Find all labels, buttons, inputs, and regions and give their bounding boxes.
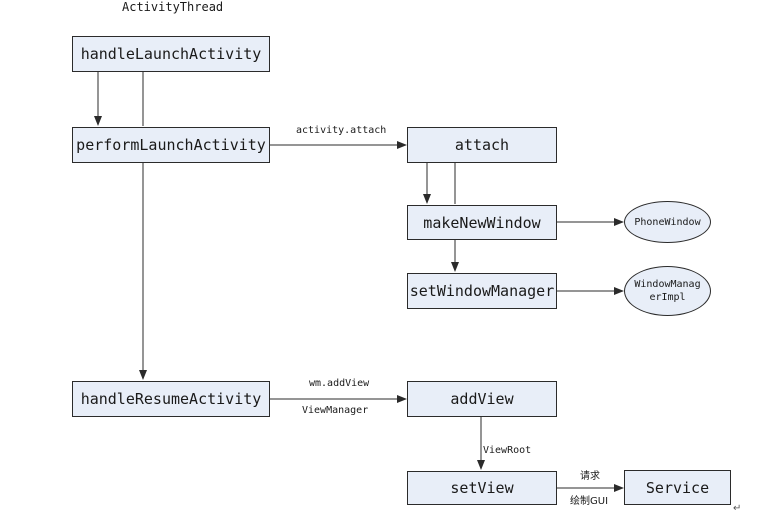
window-manager-impl-label-2: erImpl bbox=[649, 292, 686, 303]
node-add-view: addView bbox=[407, 381, 557, 417]
node-window-manager-impl: WindowManag erImpl bbox=[624, 266, 711, 316]
node-perform-launch-activity: performLaunchActivity bbox=[72, 127, 270, 163]
node-set-window-manager: setWindowManager bbox=[407, 273, 557, 309]
edge-label-wm-addview: wm.addView bbox=[309, 378, 370, 389]
node-attach: attach bbox=[407, 127, 557, 163]
window-manager-impl-label-1: WindowManag bbox=[634, 279, 701, 290]
node-handle-resume-activity: handleResumeActivity bbox=[72, 381, 270, 417]
edge-label-request: 请求 bbox=[580, 471, 600, 482]
edge-label-draw-gui: 绘制GUI bbox=[570, 496, 609, 507]
edge-label-viewmanager: ViewManager bbox=[302, 405, 369, 416]
node-phone-window: PhoneWindow bbox=[624, 201, 711, 243]
edge-label-activity-attach: activity.attach bbox=[296, 125, 387, 136]
node-service: Service bbox=[624, 470, 731, 505]
node-make-new-window: makeNewWindow bbox=[407, 205, 557, 240]
diagram-title: ActivityThread bbox=[122, 0, 224, 14]
node-handle-launch-activity: handleLaunchActivity bbox=[72, 36, 270, 72]
node-set-view: setView bbox=[407, 471, 557, 505]
paragraph-mark: ↵ bbox=[733, 503, 741, 514]
phone-window-label: PhoneWindow bbox=[634, 216, 701, 228]
edge-label-viewroot: ViewRoot bbox=[483, 445, 532, 456]
